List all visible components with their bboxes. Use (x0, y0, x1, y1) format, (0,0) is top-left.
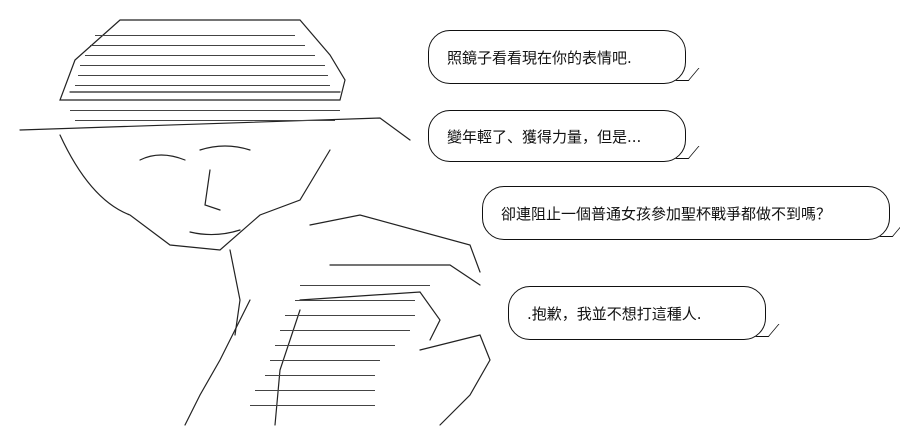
neck (229, 249, 241, 336)
face-outline (59, 134, 331, 251)
speech-bubble-1: 照鏡子看看現在你的表情吧. (428, 30, 686, 84)
speech-bubble-2: 變年輕了、獲得力量，但是... (428, 110, 686, 162)
speech-text: 照鏡子看看現在你的表情吧. (447, 48, 632, 67)
speech-text: 變年輕了、獲得力量，但是... (447, 127, 642, 146)
hat-outline (59, 19, 346, 101)
speech-text: .抱歉，我並不想打這種人. (527, 304, 702, 323)
nose (204, 169, 221, 211)
arm (419, 334, 491, 426)
coat-left (184, 299, 251, 426)
collar (309, 214, 481, 273)
speech-bubble-3: 卻連阻止一個普通女孩參加聖杯戰爭都做不到嗎？ (482, 186, 890, 240)
hat-brim (19, 117, 411, 141)
shoulder (329, 264, 481, 286)
left-eye (139, 154, 186, 161)
speech-bubble-4: .抱歉，我並不想打這種人. (508, 286, 766, 340)
coat-right (274, 309, 301, 426)
right-eye (199, 145, 251, 151)
mouth (189, 229, 241, 236)
lapel (299, 291, 441, 341)
speech-text: 卻連阻止一個普通女孩參加聖杯戰爭都做不到嗎？ (501, 204, 832, 223)
